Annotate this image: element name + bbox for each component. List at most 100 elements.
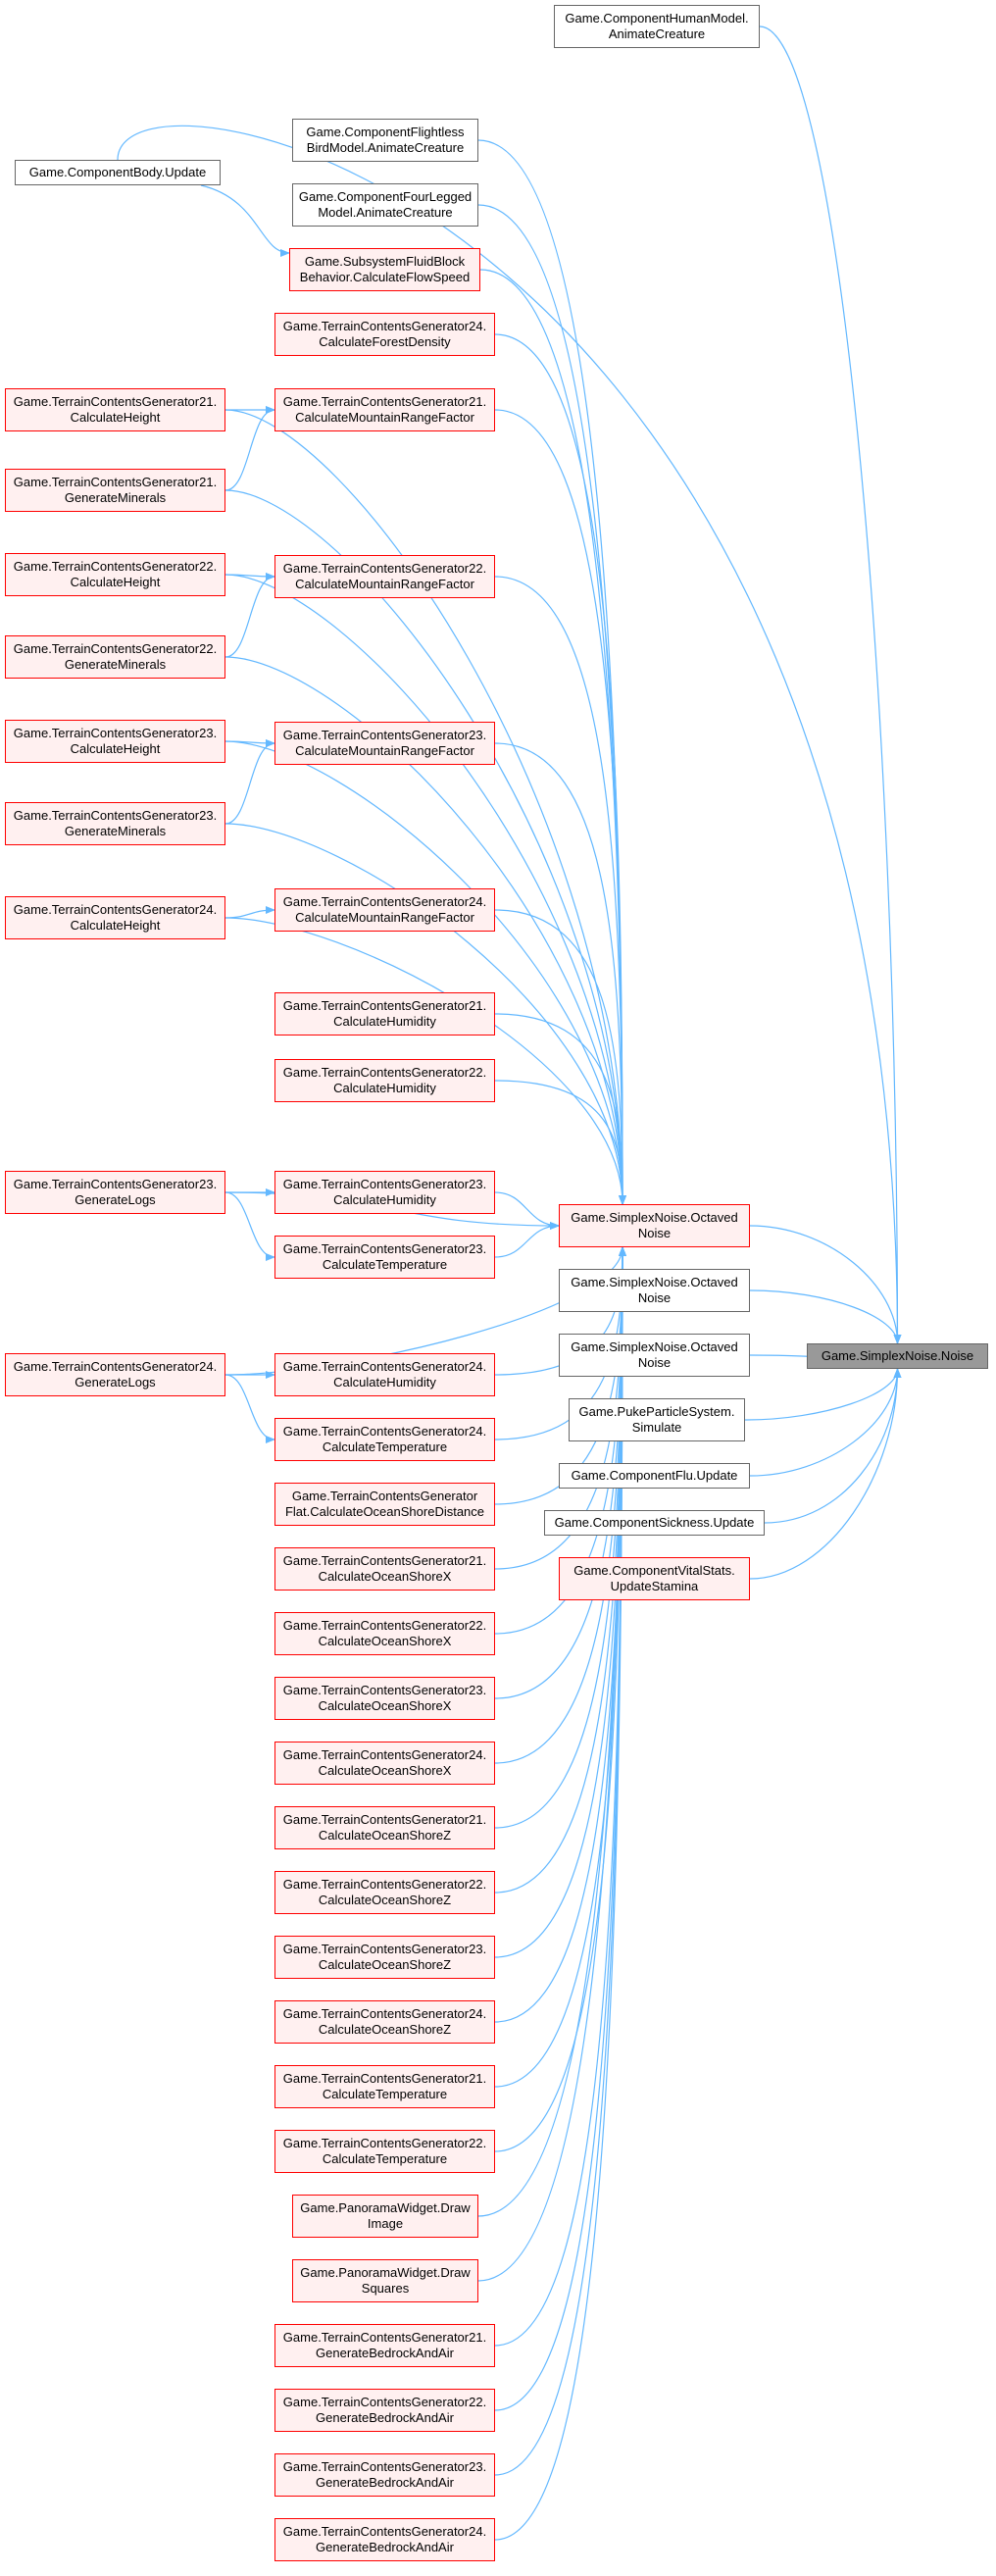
edge-m22-to-oct1 (224, 656, 626, 1205)
graph-node-oct1[interactable]: Game.SimplexNoise.Octaved Noise (559, 1204, 750, 1247)
graph-node-osz23[interactable]: Game.TerrainContentsGenerator23. Calcula… (274, 1936, 495, 1979)
graph-node-flightless[interactable]: Game.ComponentFlightless BirdModel.Anima… (292, 119, 478, 162)
graph-node-label: Game.TerrainContentsGenerator21. Calcula… (282, 1553, 487, 1584)
graph-node-label: Game.ComponentVitalStats. UpdateStamina (573, 1563, 735, 1593)
graph-node-mr23[interactable]: Game.TerrainContentsGenerator23. Calcula… (274, 722, 495, 765)
graph-node-oct3[interactable]: Game.SimplexNoise.Octaved Noise (559, 1334, 750, 1377)
graph-node-label: Game.TerrainContentsGenerator22. Calcula… (282, 561, 487, 591)
graph-node-bed24[interactable]: Game.TerrainContentsGenerator24. Generat… (274, 2518, 495, 2561)
graph-node-label: Game.TerrainContentsGenerator21. Generat… (13, 475, 218, 505)
graph-node-logs24[interactable]: Game.TerrainContentsGenerator24. Generat… (5, 1353, 225, 1396)
graph-node-label: Game.ComponentBody.Update (28, 165, 207, 179)
graph-node-puke[interactable]: Game.PukeParticleSystem. Simulate (569, 1398, 745, 1441)
edge-m23-to-mr23 (224, 739, 275, 825)
graph-node-label: Game.TerrainContentsGenerator22. Generat… (13, 641, 218, 672)
graph-node-label: Game.TerrainContentsGenerator21. Calcula… (282, 394, 487, 425)
graph-node-hum24[interactable]: Game.TerrainContentsGenerator24. Calcula… (274, 1353, 495, 1396)
graph-node-label: Game.TerrainContentsGenerator24. Calcula… (282, 1359, 487, 1389)
graph-node-pano2[interactable]: Game.PanoramaWidget.Draw Squares (292, 2259, 478, 2302)
graph-node-body[interactable]: Game.ComponentBody.Update (15, 160, 221, 185)
graph-node-temp24[interactable]: Game.TerrainContentsGenerator24. Calcula… (274, 1418, 495, 1461)
graph-node-m22[interactable]: Game.TerrainContentsGenerator22. Generat… (5, 635, 225, 679)
graph-node-m21[interactable]: Game.TerrainContentsGenerator21. Generat… (5, 469, 225, 512)
graph-node-temp21[interactable]: Game.TerrainContentsGenerator21. Calcula… (274, 2065, 495, 2108)
graph-node-m23[interactable]: Game.TerrainContentsGenerator23. Generat… (5, 802, 225, 845)
graph-node-label: Game.TerrainContentsGenerator22. Calcula… (282, 1065, 487, 1095)
graph-node-hum22[interactable]: Game.TerrainContentsGenerator22. Calcula… (274, 1059, 495, 1102)
graph-node-label: Game.TerrainContentsGenerator23. Calcula… (282, 728, 487, 758)
edge-m21-to-oct1 (224, 489, 626, 1205)
graph-node-label: Game.TerrainContentsGenerator21. Generat… (282, 2330, 487, 2360)
graph-node-forest24[interactable]: Game.TerrainContentsGenerator24. Calcula… (274, 313, 495, 356)
graph-node-flu[interactable]: Game.ComponentFlu.Update (559, 1463, 750, 1489)
graph-node-label: Game.TerrainContentsGenerator22. Generat… (282, 2395, 487, 2425)
graph-node-osz24[interactable]: Game.TerrainContentsGenerator24. Calcula… (274, 2000, 495, 2044)
edge-h24-to-mr24 (224, 906, 275, 919)
graph-node-h24[interactable]: Game.TerrainContentsGenerator24. Calcula… (5, 896, 225, 939)
graph-node-mr24[interactable]: Game.TerrainContentsGenerator24. Calcula… (274, 888, 495, 932)
graph-node-label: Game.TerrainContentsGenerator23. Calcula… (282, 1241, 487, 1272)
graph-node-label: Game.SimplexNoise.Octaved Noise (571, 1275, 738, 1305)
graph-node-label: Game.TerrainContentsGenerator24. Calcula… (282, 894, 487, 925)
graph-node-label: Game.TerrainContentsGenerator21. Calcula… (13, 394, 218, 425)
graph-node-temp22[interactable]: Game.TerrainContentsGenerator22. Calcula… (274, 2130, 495, 2173)
graph-node-label: Game.TerrainContentsGenerator23. Generat… (282, 2459, 487, 2490)
graph-node-bed23[interactable]: Game.TerrainContentsGenerator23. Generat… (274, 2453, 495, 2497)
graph-node-label: Game.TerrainContentsGenerator23. Generat… (13, 808, 218, 838)
edge-human-to-noise (759, 25, 902, 1344)
graph-node-osx21[interactable]: Game.TerrainContentsGenerator21. Calcula… (274, 1547, 495, 1591)
graph-node-sick[interactable]: Game.ComponentSickness.Update (544, 1510, 765, 1536)
graph-node-fluid[interactable]: Game.SubsystemFluidBlock Behavior.Calcul… (289, 248, 480, 291)
graph-node-label: Game.PanoramaWidget.Draw Image (300, 2200, 471, 2231)
graph-node-hum23[interactable]: Game.TerrainContentsGenerator23. Calcula… (274, 1171, 495, 1214)
graph-node-vital[interactable]: Game.ComponentVitalStats. UpdateStamina (559, 1557, 750, 1600)
graph-node-label: Game.ComponentFourLegged Model.AnimateCr… (298, 189, 473, 220)
graph-node-label: Game.SimplexNoise.Octaved Noise (571, 1210, 738, 1240)
graph-node-label: Game.TerrainContentsGenerator21. Calcula… (282, 2071, 487, 2101)
graph-node-label: Game.ComponentHumanModel. AnimateCreatur… (565, 11, 749, 41)
edge-hum23-to-oct1 (494, 1191, 560, 1230)
graph-node-label: Game.PukeParticleSystem. Simulate (578, 1404, 735, 1435)
graph-node-oct2[interactable]: Game.SimplexNoise.Octaved Noise (559, 1269, 750, 1312)
graph-node-h22[interactable]: Game.TerrainContentsGenerator22. Calcula… (5, 553, 225, 596)
graph-node-label: Game.ComponentFlightless BirdModel.Anima… (306, 125, 465, 155)
graph-node-h23[interactable]: Game.TerrainContentsGenerator23. Calcula… (5, 720, 225, 763)
graph-node-label: Game.TerrainContentsGenerator23. Generat… (13, 1177, 218, 1207)
graph-node-hum21[interactable]: Game.TerrainContentsGenerator21. Calcula… (274, 992, 495, 1035)
edge-temp22-to-oct1 (494, 1246, 626, 2152)
edge-temp23-to-oct1 (494, 1222, 560, 1258)
graph-node-logs23[interactable]: Game.TerrainContentsGenerator23. Generat… (5, 1171, 225, 1214)
graph-node-flat[interactable]: Game.TerrainContentsGenerator Flat.Calcu… (274, 1483, 495, 1526)
graph-node-osx22[interactable]: Game.TerrainContentsGenerator22. Calcula… (274, 1612, 495, 1655)
graph-node-mr22[interactable]: Game.TerrainContentsGenerator22. Calcula… (274, 555, 495, 598)
graph-node-bed21[interactable]: Game.TerrainContentsGenerator21. Generat… (274, 2324, 495, 2367)
graph-node-osz21[interactable]: Game.TerrainContentsGenerator21. Calcula… (274, 1806, 495, 1849)
graph-node-label: Game.SubsystemFluidBlock Behavior.Calcul… (299, 254, 471, 284)
graph-node-temp23[interactable]: Game.TerrainContentsGenerator23. Calcula… (274, 1236, 495, 1279)
graph-node-fourleg[interactable]: Game.ComponentFourLegged Model.AnimateCr… (292, 183, 478, 227)
graph-node-label: Game.TerrainContentsGenerator21. Calcula… (282, 998, 487, 1029)
graph-node-osz22[interactable]: Game.TerrainContentsGenerator22. Calcula… (274, 1871, 495, 1914)
edge-puke-to-noise (744, 1368, 902, 1421)
graph-node-label: Game.TerrainContentsGenerator24. Calcula… (282, 1424, 487, 1454)
edge-logs23-to-temp23 (224, 1191, 275, 1261)
graph-node-noise[interactable]: Game.SimplexNoise.Noise (807, 1343, 988, 1369)
graph-node-label: Game.TerrainContentsGenerator24. Calcula… (282, 319, 487, 349)
graph-node-bed22[interactable]: Game.TerrainContentsGenerator22. Generat… (274, 2389, 495, 2432)
graph-node-label: Game.TerrainContentsGenerator22. Calcula… (13, 559, 218, 589)
graph-node-h21[interactable]: Game.TerrainContentsGenerator21. Calcula… (5, 388, 225, 431)
graph-node-osx23[interactable]: Game.TerrainContentsGenerator23. Calcula… (274, 1677, 495, 1720)
edge-oct2-to-noise (749, 1289, 902, 1344)
graph-node-osx24[interactable]: Game.TerrainContentsGenerator24. Calcula… (274, 1742, 495, 1785)
graph-node-mr21[interactable]: Game.TerrainContentsGenerator21. Calcula… (274, 388, 495, 431)
graph-node-pano1[interactable]: Game.PanoramaWidget.Draw Image (292, 2195, 478, 2238)
edge-h22-to-mr22 (224, 572, 275, 581)
graph-node-label: Game.TerrainContentsGenerator24. Generat… (282, 2524, 487, 2554)
graph-node-label: Game.TerrainContentsGenerator23. Calcula… (282, 1683, 487, 1713)
edge-m22-to-mr22 (224, 573, 275, 658)
graph-node-label: Game.TerrainContentsGenerator24. Calcula… (282, 1747, 487, 1778)
graph-node-label: Game.PanoramaWidget.Draw Squares (300, 2265, 471, 2296)
graph-node-label: Game.SimplexNoise.Noise (821, 1348, 974, 1363)
edge-mr21-to-oct1 (494, 409, 626, 1205)
graph-node-human[interactable]: Game.ComponentHumanModel. AnimateCreatur… (554, 5, 760, 48)
